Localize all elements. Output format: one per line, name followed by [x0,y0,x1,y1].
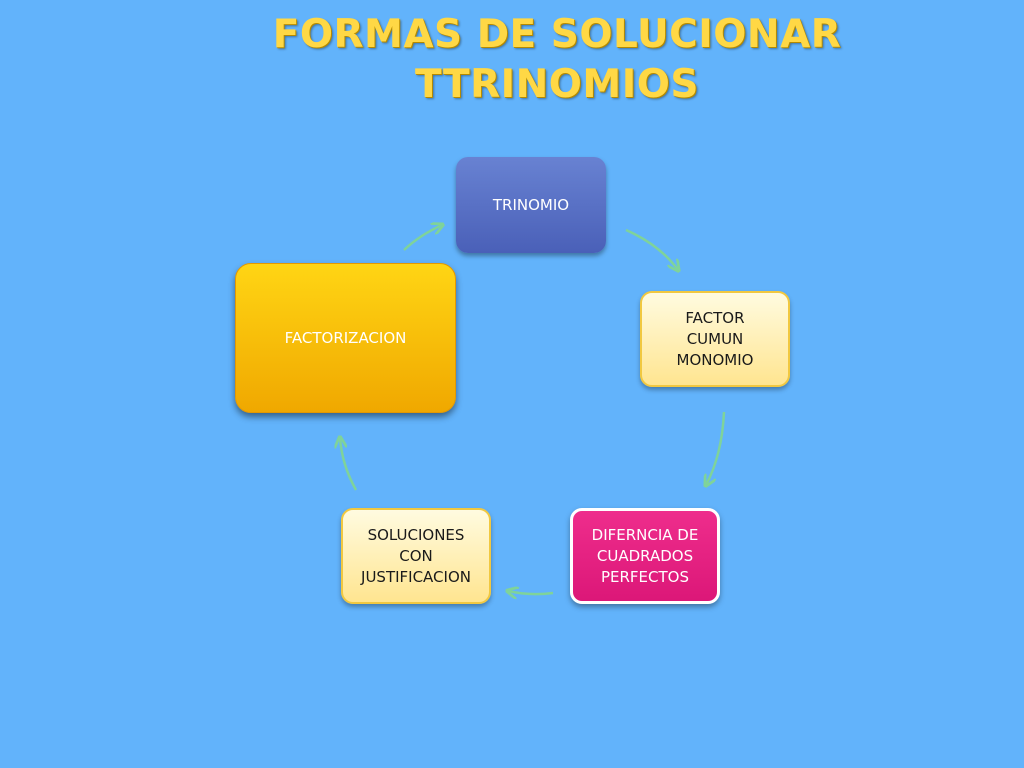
arrow-factorizacion-to-trinomio [403,225,442,251]
node-diferencia-de-cuadrados: DIFERNCIA DE CUADRADOS PERFECTOS [570,508,720,604]
slide-title: FORMAS DE SOLUCIONAR TTRINOMIOS [212,10,902,110]
arrow-trinomio-to-factor [625,228,678,270]
arrow-factor-to-diferencia [706,411,726,485]
node-factorizacion: FACTORIZACION [235,263,456,413]
node-factor-comun-monomio: FACTOR CUMUN MONOMIO [640,291,790,387]
arrow-diferencia-to-soluciones [508,591,554,594]
title-line-1: FORMAS DE SOLUCIONAR [272,12,842,57]
node-soluciones-con-justificacion: SOLUCIONES CON JUSTIFICACION [341,508,491,604]
title-line-2: TTRINOMIOS [415,62,699,107]
arrow-soluciones-to-factorizacion [340,438,358,491]
node-trinomio: TRINOMIO [456,157,606,253]
